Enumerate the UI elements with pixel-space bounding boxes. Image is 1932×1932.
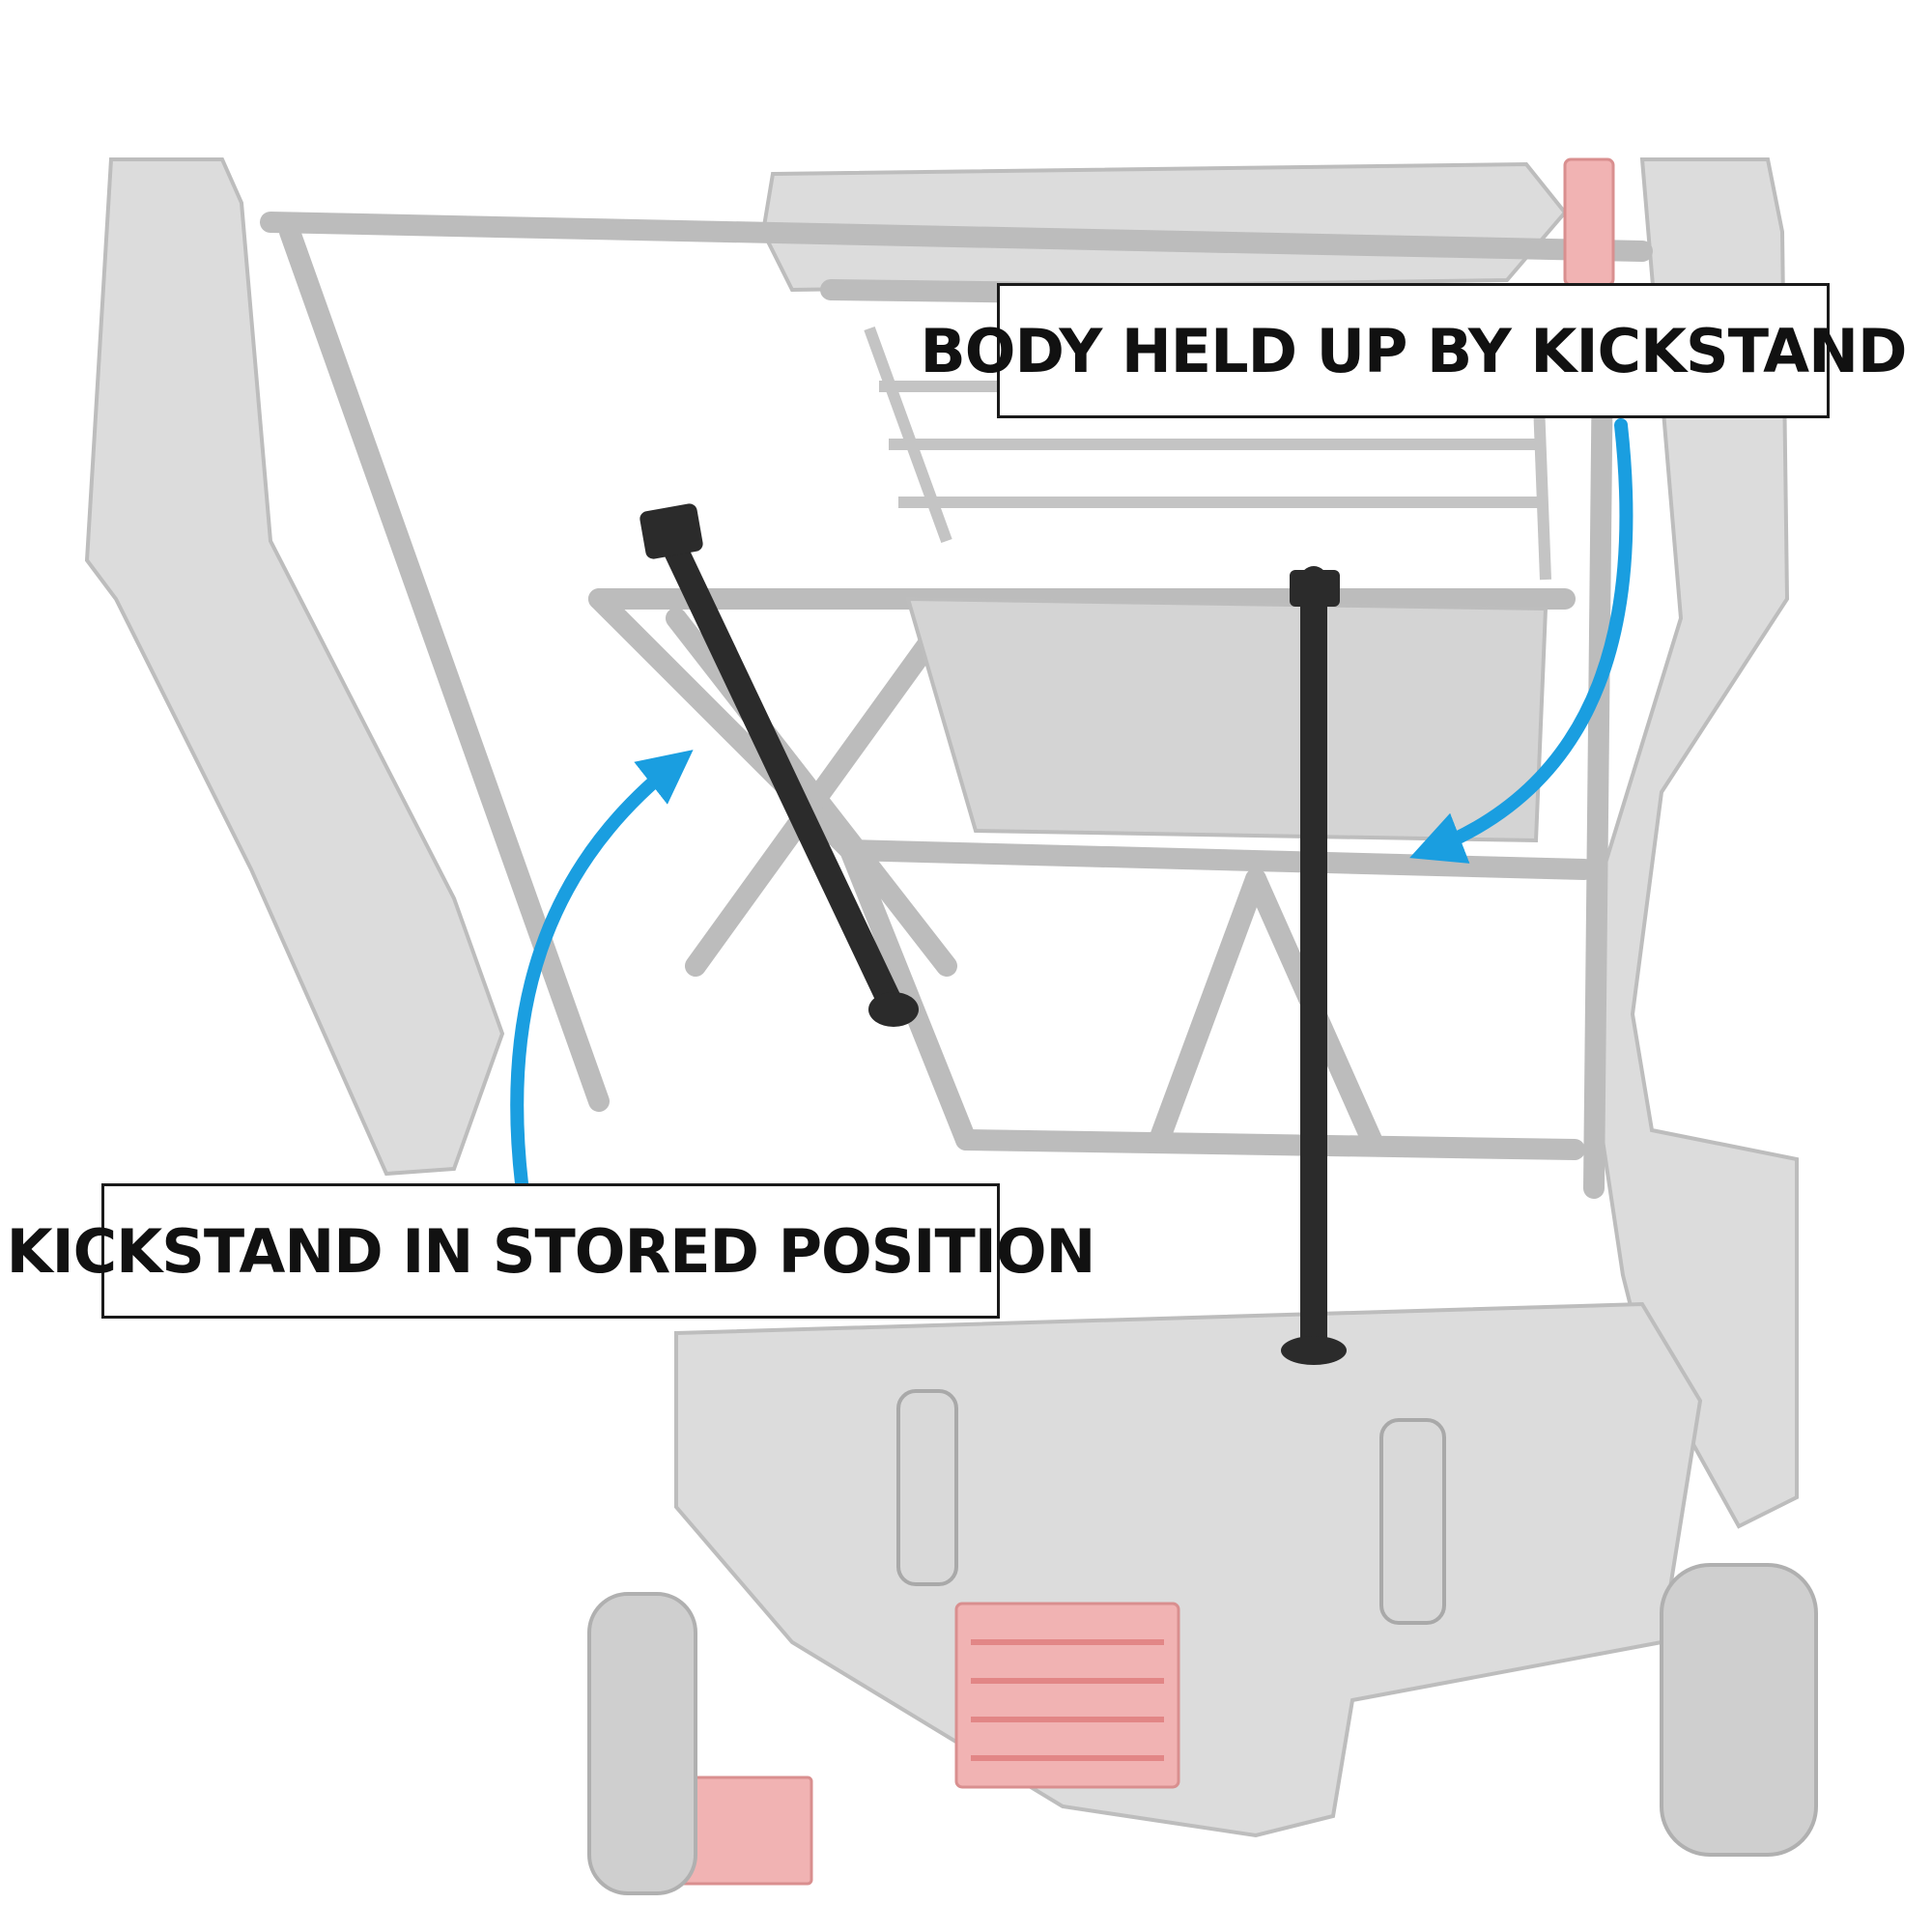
direction-arrows [510, 418, 1634, 1190]
left-shock [896, 1389, 958, 1586]
kickstand-deployed [1281, 566, 1347, 1365]
lower-bed-panel [674, 1301, 1703, 1838]
body-shell [84, 157, 1799, 1838]
cage-lower-bar [839, 839, 1595, 880]
callout-body-held-up-text: BODY HELD UP BY KICKSTAND [920, 315, 1907, 386]
red-side-part [1563, 157, 1615, 287]
cage-bottom-bar [955, 1129, 1585, 1160]
cage-top-bar [260, 212, 1653, 262]
callout-body-held-up: BODY HELD UP BY KICKSTAND [920, 283, 1908, 418]
right-rear-tire [1660, 1563, 1818, 1857]
arrow-deploy [1409, 418, 1634, 864]
left-rear-tire [587, 1592, 697, 1895]
callout-stored-position: KICKSTAND IN STORED POSITION [7, 1183, 1095, 1319]
kickstand-deployed-foot [1281, 1336, 1347, 1365]
cage-truss-1 [1149, 868, 1266, 1151]
cage-left-upright [279, 221, 610, 1112]
kickstand-deployed-top [1290, 570, 1340, 607]
floor-plate [905, 596, 1548, 843]
kickstand-stored [639, 503, 919, 1027]
heatsink-block [954, 1602, 1180, 1789]
shocks [896, 1389, 1446, 1625]
arrow-raise-to-store [510, 750, 694, 1190]
kickstand-stored-foot [868, 992, 919, 1027]
left-body-panel [84, 157, 505, 1177]
right-shock [1379, 1418, 1446, 1625]
callout-stored-position-text: KICKSTAND IN STORED POSITION [6, 1215, 1096, 1287]
kickstand-stored-clip [639, 503, 703, 559]
red-components [665, 157, 1615, 1886]
tires [587, 1563, 1818, 1895]
cage-diagonal-x2 [685, 608, 957, 977]
